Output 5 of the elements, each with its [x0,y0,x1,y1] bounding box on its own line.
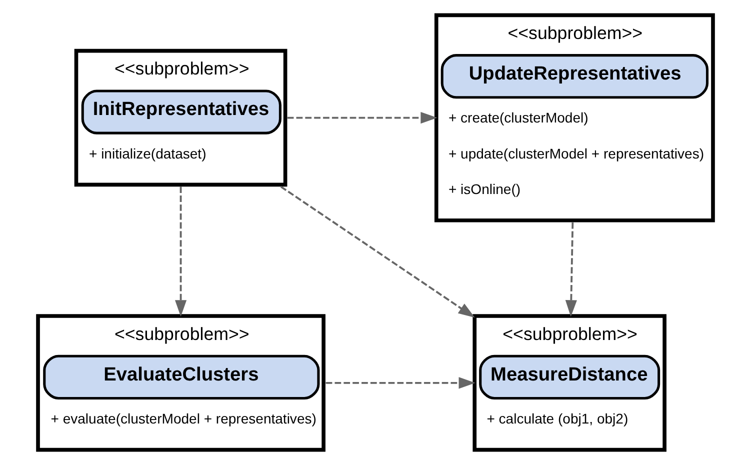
arrow [564,222,576,317]
arrow [280,186,474,318]
arrow [174,186,186,317]
arrow [325,377,475,389]
arrow [286,112,437,124]
